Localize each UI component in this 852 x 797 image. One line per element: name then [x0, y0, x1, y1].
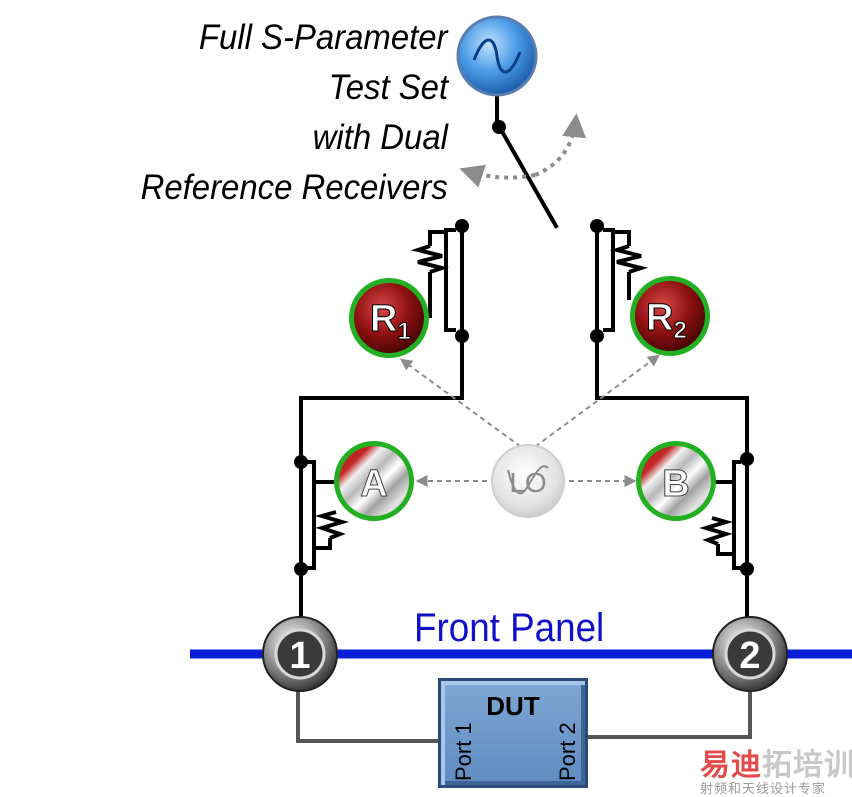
dut-title: DUT: [486, 691, 540, 721]
a-coupler-loop: [307, 460, 316, 570]
left-top-dot: [455, 219, 469, 233]
receiver-b-label: B: [662, 463, 689, 505]
r2-resistor: [609, 244, 649, 274]
receiver-r2-label: R2: [646, 297, 687, 344]
r2-loop-arm: [613, 230, 631, 246]
left-a-top-dot: [294, 455, 308, 469]
b-coupler-loop: [732, 460, 741, 570]
title-line-4: Reference Receivers: [140, 168, 448, 207]
r1-resistor: [410, 244, 450, 274]
receiver-r1-label: R1: [370, 298, 411, 345]
b-resistor: [699, 516, 734, 546]
dut-port-2-label: Port 2: [555, 722, 580, 781]
swing-arrow-right: [534, 113, 587, 177]
lo-to-r2-arrow: [527, 354, 660, 453]
receiver-r1: R1: [349, 278, 429, 358]
dut-cable-port1: [296, 688, 440, 743]
port-1-label: 1: [289, 635, 310, 677]
title-line-1: Full S-Parameter: [199, 18, 448, 57]
circuit-wiring: [299, 94, 749, 622]
junction-dots: [294, 120, 754, 576]
receiver-a: A: [334, 441, 414, 521]
left-mid-dot: [455, 329, 469, 343]
watermark-logo: 易迪拓培训: [700, 748, 852, 783]
receiver-r2: R2: [630, 276, 710, 356]
receiver-a-label: A: [360, 463, 387, 505]
title-line-2: Test Set: [328, 68, 448, 107]
r1-coupler-loop: [444, 228, 456, 332]
coupler-loops: [307, 228, 741, 570]
dut-block[interactable]: DUT Port 1 Port 2: [438, 678, 588, 788]
right-top-dot: [590, 219, 604, 233]
swing-arrow-left: [459, 164, 536, 188]
rf-source: [456, 15, 538, 97]
local-oscillator: LO: [491, 444, 565, 518]
dut-cable-port2: [586, 688, 752, 739]
left-a-bottom-dot: [294, 562, 308, 576]
a-loop-bottom: [314, 538, 332, 550]
switch-arm: [497, 125, 559, 229]
right-b-bottom-dot: [740, 562, 754, 576]
right-mid-dot: [590, 329, 604, 343]
port-2-label: 2: [739, 635, 760, 677]
watermark-tagline: 射频和天线设计专家: [700, 782, 827, 797]
test-port-2[interactable]: 2: [712, 616, 788, 692]
receiver-b: B: [636, 441, 716, 521]
test-port-1[interactable]: 1: [262, 616, 338, 692]
sine-wave-icon: [472, 38, 522, 74]
lo-wave-icon: [507, 465, 549, 495]
r1-loop-arm: [428, 230, 446, 246]
r2-coupler-loop: [603, 228, 615, 332]
dut-cabling: [296, 688, 752, 743]
lo-distribution-arrows: [400, 354, 660, 487]
right-b-top-dot: [740, 452, 754, 466]
switch-pivot-dot: [492, 120, 506, 134]
switch-swing-arrows: [459, 113, 587, 188]
lo-to-r1-arrow: [400, 358, 529, 453]
front-panel-label: Front Panel: [414, 606, 605, 650]
b-loop-bottom: [716, 544, 734, 556]
title-line-3: with Dual: [312, 118, 448, 157]
a-resistor: [314, 510, 349, 540]
lo-label: LO: [509, 467, 546, 498]
dut-port-1-label: Port 1: [451, 722, 476, 781]
